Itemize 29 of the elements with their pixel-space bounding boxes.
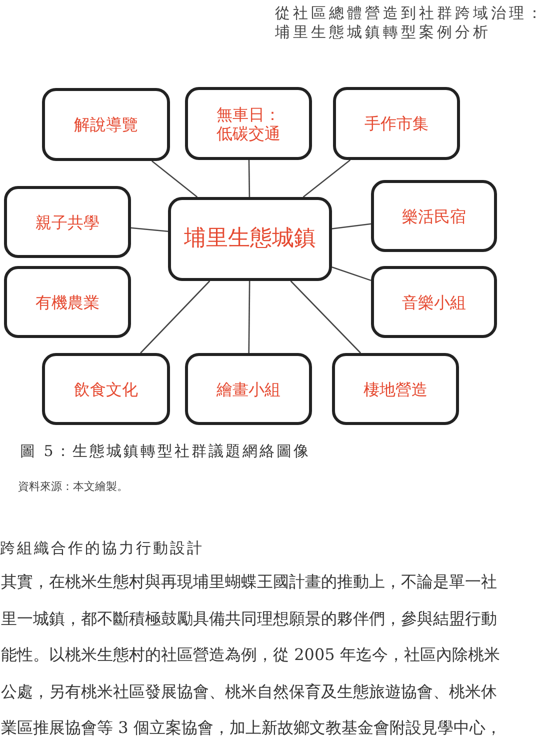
connector-line	[302, 159, 351, 198]
topic-box: 棲地營造	[332, 353, 459, 425]
figure-caption: 圖 5：生態城鎮轉型社群議題網絡圖像	[20, 441, 310, 462]
connector-line	[332, 266, 372, 282]
central-topic-box: 埔里生態城鎮	[168, 197, 332, 281]
topic-box: 有機農業	[4, 266, 131, 338]
connector-line	[332, 223, 372, 230]
body-text-line: 公處，另有桃米社區發展協會、桃米自然保育及生態旅遊協會、桃米休	[1, 682, 497, 702]
connector-line	[248, 281, 250, 353]
topic-box: 飲食文化	[42, 353, 170, 425]
connector-line	[248, 160, 250, 197]
body-text-line: 里一城鎮，都不斷積極鼓勵具備共同理想願景的夥伴們，參與結盟行動	[1, 608, 497, 628]
connector-line	[130, 227, 168, 232]
topic-box: 樂活民宿	[371, 180, 497, 252]
source-note: 資料來源：本文繪製。	[18, 479, 128, 495]
topic-box: 無車日：低碳交通	[185, 87, 312, 160]
body-text-line: 其實，在桃米生態村與再現埔里蝴蝶王國計畫的推動上，不論是單一社	[1, 572, 497, 592]
body-text-line: 業區推展協會等 3 個立案協會，加上新故鄉文教基金會附設見學中心，	[1, 718, 502, 738]
connector-line	[140, 280, 210, 354]
topic-box: 繪畫小組	[185, 353, 312, 425]
connector-line	[290, 280, 362, 354]
topic-box: 音樂小組	[371, 266, 497, 338]
running-header: 從社區總體營造到社群跨域治理：埔里生態城鎮轉型案例分析	[275, 4, 541, 42]
body-text-line: 能性。以桃米生態村的社區營造為例，從 2005 年迄今，社區內除桃米	[1, 645, 500, 665]
topic-box: 親子共學	[4, 186, 131, 258]
topic-box: 手作市集	[333, 87, 460, 160]
section-heading: 跨組織合作的協力行動設計	[0, 538, 204, 559]
topic-box: 解說導覽	[42, 88, 170, 161]
connector-line	[152, 160, 198, 198]
